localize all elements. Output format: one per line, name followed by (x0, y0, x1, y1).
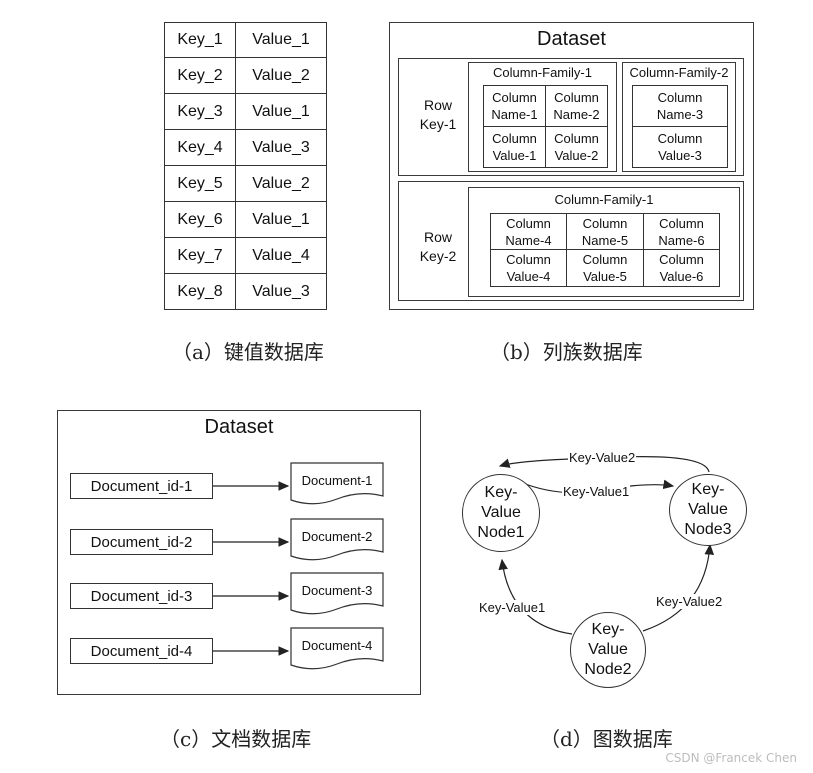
document-icon (290, 627, 384, 670)
kv-key-cell: Key_7 (164, 238, 236, 274)
row1-family1-cell: Column Name-2 (545, 85, 608, 127)
kv-value-cell: Value_3 (236, 130, 327, 166)
document-label: Document-2 (301, 528, 373, 544)
doc-id-box: Document_id-4 (70, 638, 213, 664)
edge-label-right: Key-Value2 (655, 594, 724, 609)
kv-value-cell: Value_4 (236, 238, 327, 274)
doc-id-box: Document_id-1 (70, 473, 213, 499)
kv-key-cell: Key_2 (164, 58, 236, 94)
kv-key-cell: Key_8 (164, 274, 236, 310)
doc-dataset-title: Dataset (204, 416, 274, 438)
row1-family1-cell: Column Value-1 (483, 126, 546, 168)
kv-value-cell: Value_2 (236, 166, 327, 202)
row1-family1-name: Column-Family-1 (493, 64, 592, 80)
kv-caption: （a）键值数据库 (172, 340, 324, 364)
document-icon (290, 572, 384, 615)
kv-value-cell: Value_1 (236, 202, 327, 238)
kv-key-cell: Key_6 (164, 202, 236, 238)
edge-label-left: Key-Value1 (478, 600, 547, 615)
document-label: Document-1 (301, 472, 373, 488)
doc-id-box: Document_id-2 (70, 529, 213, 555)
row2-family1-name: Column-Family-1 (554, 191, 654, 207)
kv-value-cell: Value_1 (236, 22, 327, 58)
edge-label-top: Key-Value2 (568, 450, 637, 465)
edge-node2-node1 (498, 558, 573, 635)
row1-family2-cell: Column Value-3 (632, 126, 728, 168)
row1-family1-cell: Column Name-1 (483, 85, 546, 127)
row2-family1-cell: Column Name-5 (566, 213, 644, 250)
kv-value-cell: Value_3 (236, 274, 327, 310)
kv-key-cell: Key_1 (164, 22, 236, 58)
document-label: Document-3 (301, 582, 373, 598)
row1-family1-cell: Column Value-2 (545, 126, 608, 168)
graph-node-3: Key- Value Node3 (669, 474, 747, 546)
kv-key-cell: Key_5 (164, 166, 236, 202)
column-dataset-title: Dataset (537, 28, 606, 50)
document-icon (290, 462, 384, 505)
edge-label-mid: Key-Value1 (562, 484, 631, 499)
edge-node2-node3 (642, 543, 715, 632)
row1-family2-cell: Column Name-3 (632, 85, 728, 127)
column-caption: （b）列族数据库 (490, 340, 643, 364)
row2-family1-cell: Column Value-4 (490, 249, 567, 287)
graph-caption: （d）图数据库 (540, 727, 673, 751)
document-icon (290, 518, 384, 561)
document-label: Document-4 (301, 637, 373, 653)
row1-key: Row Key-1 (419, 97, 457, 132)
kv-key-cell: Key_3 (164, 94, 236, 130)
row2-family1-cell: Column Value-6 (643, 249, 720, 287)
kv-key-cell: Key_4 (164, 130, 236, 166)
doc-caption: （c）文档数据库 (160, 727, 312, 751)
doc-id-box: Document_id-3 (70, 583, 213, 609)
watermark: CSDN @Francek Chen (665, 751, 797, 765)
graph-node-1: Key- Value Node1 (462, 474, 540, 552)
row2-key: Row Key-2 (419, 229, 457, 264)
kv-value-cell: Value_1 (236, 94, 327, 130)
kv-value-cell: Value_2 (236, 58, 327, 94)
graph-node-2: Key- Value Node2 (570, 612, 646, 688)
row1-family2-name: Column-Family-2 (629, 64, 729, 80)
row2-family1-cell: Column Name-6 (643, 213, 720, 250)
